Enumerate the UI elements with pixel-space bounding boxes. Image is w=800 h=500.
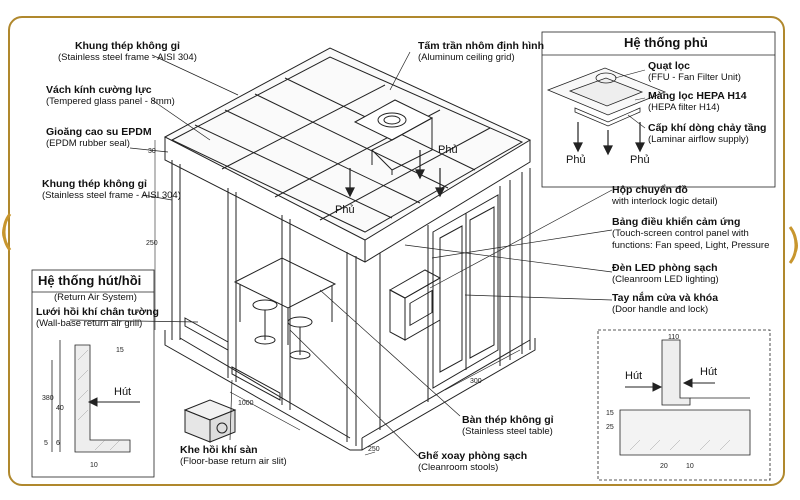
detail-hut-right: Hút — [700, 366, 718, 378]
dim-15: 15 — [116, 347, 124, 354]
left-flourish-icon — [2, 213, 12, 251]
label-hepa: Màng lọc HEPA H14(HEPA filter H14) — [648, 90, 747, 113]
dim-250: 250 — [146, 240, 158, 247]
label-seal: Gioăng cao su EPDM(EPDM rubber seal) — [46, 126, 152, 149]
dim-15b: 15 — [606, 410, 614, 417]
right-flourish-icon — [788, 226, 798, 264]
label-wall-grill: Lưới hồi khí chân tường(Wall-base return… — [36, 306, 159, 329]
return-box-frame — [31, 269, 155, 478]
return-box-title: Hệ thống hút/hồi — [38, 273, 142, 288]
dim-5: 5 — [44, 440, 48, 447]
dim-10: 10 — [90, 462, 98, 469]
label-phu-2: Phủ — [438, 144, 458, 156]
dim-1000: 1000 — [238, 400, 254, 407]
detail-hut-left: Hút — [625, 370, 643, 382]
dim-250b: 250 — [368, 446, 380, 453]
label-phu-1: Phủ — [335, 204, 355, 216]
dim-30: 30 — [148, 148, 156, 155]
dim-380: 380 — [42, 395, 54, 402]
label-frame-side: Khung thép không gỉ(Stainless steel fram… — [42, 178, 181, 201]
label-glass: Vách kính cường lực(Tempered glass panel… — [46, 84, 175, 107]
label-laminar: Cấp khí dòng chảy tầng(Laminar airflow s… — [648, 122, 767, 145]
supply-phu-left: Phủ — [566, 154, 586, 166]
label-led: Đèn LED phòng sạch(Cleanroom LED lightin… — [612, 262, 719, 285]
label-ffu: Quạt lọc(FFU - Fan Filter Unit) — [648, 60, 741, 83]
dim-10b: 10 — [686, 463, 694, 470]
label-table: Bàn thép không gỉ(Stainless steel table) — [462, 414, 554, 437]
gold-border-frame — [8, 16, 785, 486]
label-ceiling: Tấm trần nhôm định hình(Aluminum ceiling… — [418, 40, 544, 63]
label-stools: Ghế xoay phòng sạch(Cleanroom stools) — [418, 450, 528, 473]
dim-6: 6 — [56, 440, 60, 447]
label-floor-slit: Khe hồi khí sàn(Floor-base return air sl… — [180, 444, 287, 467]
label-frame-top: Khung thép không gỉ(Stainless steel fram… — [58, 40, 197, 63]
supply-box-title: Hệ thống phủ — [624, 35, 708, 50]
dim-300: 300 — [470, 378, 482, 385]
dim-40: 40 — [56, 405, 64, 412]
detail-box-frame — [597, 329, 771, 481]
label-touch-panel: Bảng điều khiển cảm ứng(Touch-screen con… — [612, 216, 770, 251]
dim-25: 25 — [606, 424, 614, 431]
supply-box-frame — [541, 31, 776, 188]
return-hut: Hút — [114, 386, 132, 398]
label-handle: Tay nắm cửa và khóa(Door handle and lock… — [612, 292, 719, 315]
supply-phu-right: Phủ — [630, 154, 650, 166]
dim-110: 110 — [668, 334, 680, 341]
dim-20: 20 — [660, 463, 668, 470]
return-box-subtitle: (Return Air System) — [54, 292, 137, 303]
